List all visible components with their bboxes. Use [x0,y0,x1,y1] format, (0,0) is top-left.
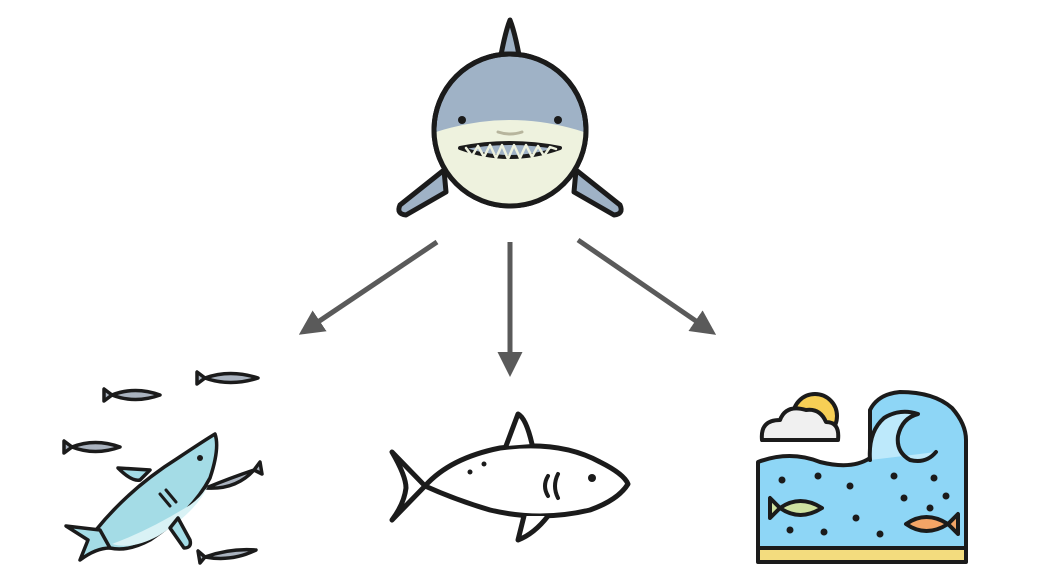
arrow-right [576,237,717,335]
fish-icon [904,512,960,536]
shark-hunting-fish-icon [62,370,264,565]
ocean-wave-habitat-icon [756,390,968,564]
arrow-left [298,239,439,335]
shark-front-icon [396,17,624,218]
shark-outline-icon [389,411,631,543]
cloud-icon [759,406,841,442]
fish-icon [768,496,824,520]
fish-icon [62,370,264,565]
